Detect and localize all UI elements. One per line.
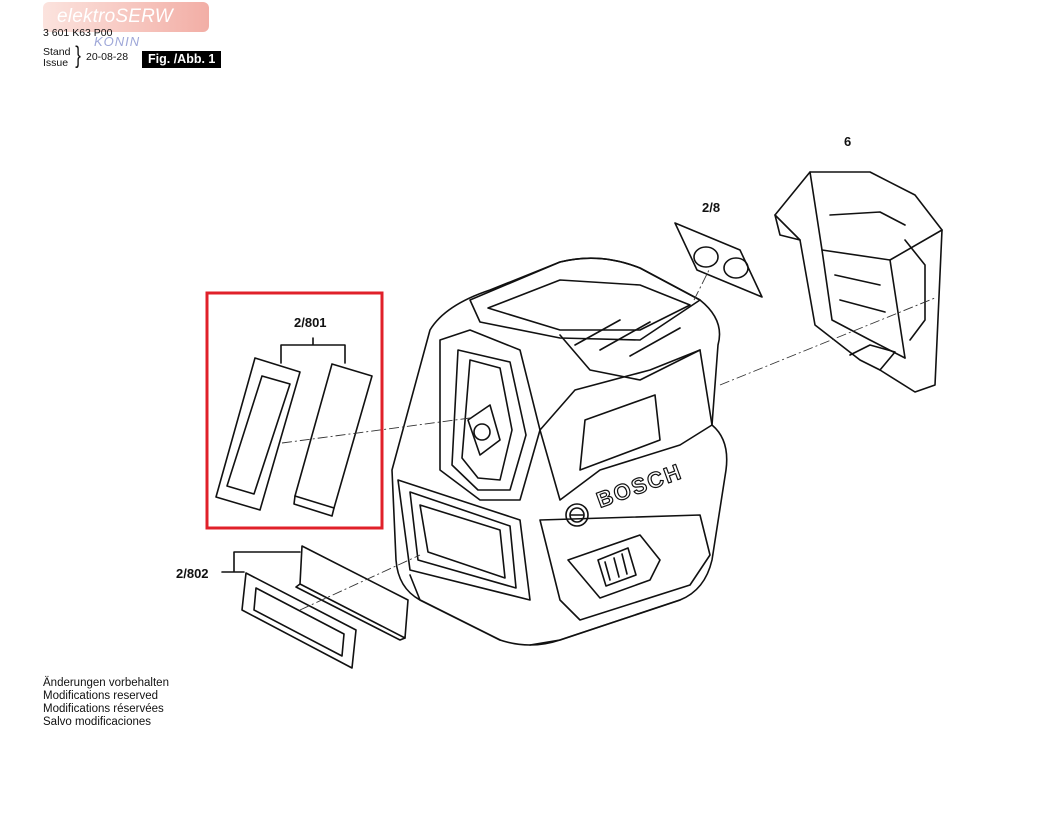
part-2-801-frame: [215, 357, 301, 511]
part-2-802-frame: [241, 572, 357, 669]
note-fr: Modifications réservées: [43, 703, 164, 715]
part-2-801-bracket: [280, 337, 346, 364]
note-de: Änderungen vorbehalten: [43, 677, 169, 689]
part-2-801-glass: [293, 363, 373, 517]
watermark-logo: [43, 2, 209, 32]
note-es: Salvo modificaciones: [43, 716, 152, 728]
note-en: Modifications reserved: [43, 690, 159, 702]
part-2-8-window: [674, 222, 763, 298]
part-label-6: 6: [844, 134, 851, 149]
stand-label: Stand: [43, 46, 71, 58]
part-2-802-glass: [295, 545, 409, 641]
part-label-2-8: 2/8: [702, 200, 720, 215]
part-number: 3 601 K63 P00: [43, 27, 113, 39]
brace-icon: }: [75, 42, 81, 69]
highlight-box: [205, 291, 384, 530]
issue-label: Issue: [43, 57, 69, 69]
part-6-cover: [774, 171, 943, 393]
stand-issue-label: Stand Issue: [43, 47, 70, 69]
explosion-lines: [281, 267, 936, 611]
laser-body: [391, 257, 728, 646]
part-label-2-801: 2/801: [294, 315, 327, 330]
part-label-2-802: 2/802: [176, 566, 209, 581]
watermark-city: KONIN: [94, 34, 141, 49]
bosch-logo-text: BOSCH: [593, 459, 686, 513]
part-2-802-bracket: [221, 551, 301, 573]
figure-tag: Fig. /Abb. 1: [142, 51, 222, 68]
watermark-brand: elektroSERW: [57, 6, 173, 27]
issue-date: 20-08-28: [86, 51, 129, 63]
modification-notes: Änderungen vorbehalten Modifications res…: [43, 677, 169, 729]
